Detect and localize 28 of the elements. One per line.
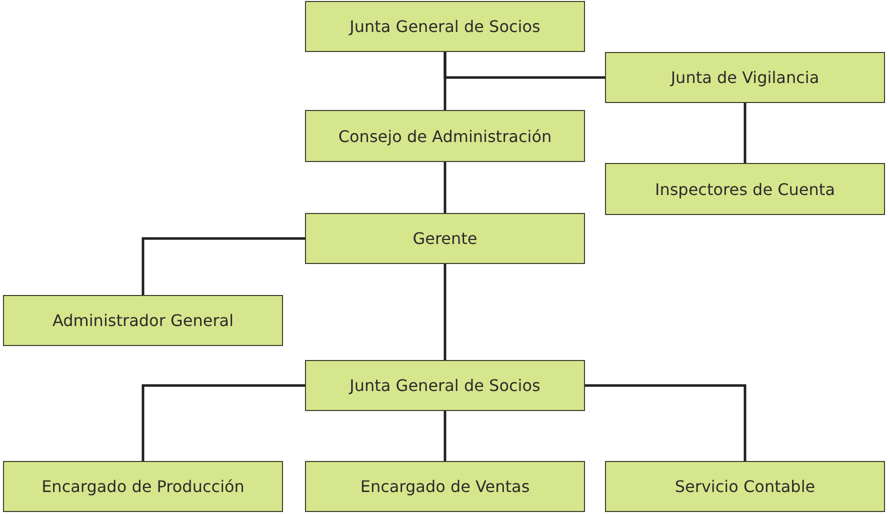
org-box	[605, 461, 885, 512]
org-box	[605, 52, 885, 103]
connector-line	[142, 384, 305, 461]
connector-line	[444, 52, 605, 79]
box-label: Inspectores de Cuenta	[654, 180, 836, 198]
org-box	[305, 461, 585, 512]
box-label: Junta General de Socios	[348, 376, 542, 395]
connector-line	[585, 384, 746, 461]
box-label: Consejo de Administración	[337, 126, 553, 146]
org-box	[305, 1, 585, 52]
box-label: Administrador General	[51, 311, 235, 330]
connector-line	[444, 411, 446, 461]
connector-line	[142, 237, 305, 295]
org-box	[3, 295, 283, 346]
connector-line	[744, 103, 746, 163]
org-box	[305, 213, 585, 264]
org-box	[3, 461, 283, 512]
org-box	[605, 163, 885, 215]
connector-line	[444, 162, 446, 213]
org-box	[305, 110, 585, 162]
box-label: Encargado de Producción	[40, 477, 246, 496]
box-label: Junta General de Socios	[348, 17, 542, 36]
box-label: Encargado de Ventas	[359, 477, 531, 496]
org-box	[305, 360, 585, 411]
box-label: Servicio Contable	[674, 477, 816, 496]
box-label: Junta de Vigilancia	[669, 68, 820, 87]
connector-line	[444, 264, 446, 360]
box-label: Gerente	[412, 229, 478, 248]
